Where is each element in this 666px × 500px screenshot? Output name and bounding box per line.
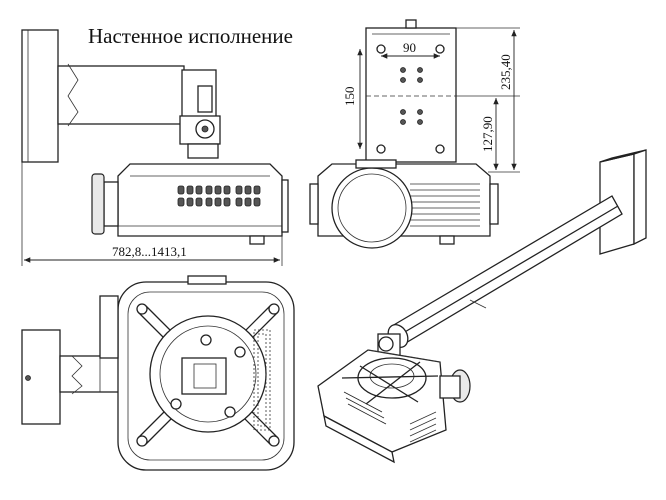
- clamp-top: [181, 357, 227, 395]
- wall-plate-front: [365, 27, 457, 163]
- vent-slots: [177, 185, 261, 207]
- extension-arm: [57, 65, 185, 125]
- grille-top: [253, 329, 271, 431]
- side-view: 782,8...1413,1: [21, 29, 289, 266]
- dimension-235: 235,40: [498, 54, 513, 90]
- grille-iso: [409, 411, 437, 443]
- lens-side: [91, 173, 105, 235]
- isometric-view: [317, 149, 647, 464]
- front-view: 90 150 235,40 127,90: [309, 19, 520, 249]
- dimension-90: 90: [403, 40, 416, 55]
- diagram-title: Настенное исполнение: [88, 24, 293, 48]
- dimension-127: 127,90: [480, 116, 495, 152]
- dimension-depth: 782,8...1413,1: [112, 244, 187, 259]
- wall-plate: [21, 29, 59, 163]
- mount-holes: [400, 67, 423, 125]
- dimension-150: 150: [342, 87, 357, 107]
- top-view: [21, 275, 295, 471]
- lens-front: [331, 167, 413, 249]
- grille: [410, 183, 480, 227]
- vent-iso: [343, 391, 387, 425]
